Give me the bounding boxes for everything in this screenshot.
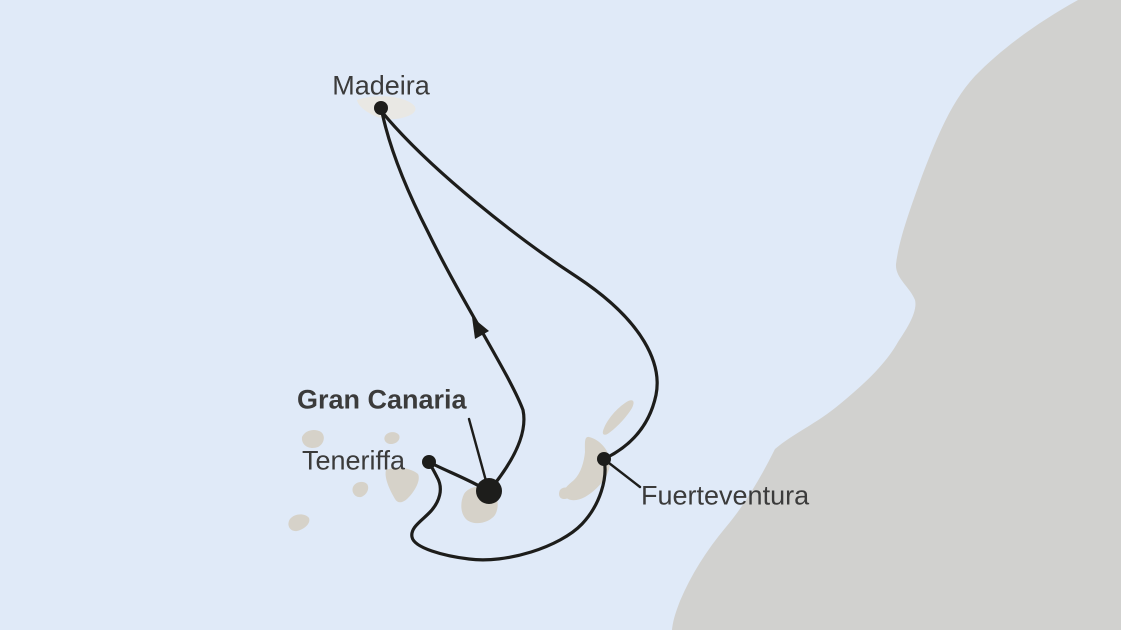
port-label-fuerteventura: Fuerteventura <box>641 480 810 511</box>
port-label-gran-canaria: Gran Canaria <box>297 384 467 415</box>
port-label-madeira: Madeira <box>332 70 430 101</box>
island-fuerteventura <box>563 436 611 501</box>
islet-north-of-tenerife <box>384 432 400 444</box>
island-la-gomera <box>352 481 369 498</box>
island-lanzarote <box>602 400 634 435</box>
route-leg-madeira-to-fuerteventura <box>380 110 659 460</box>
port-label-teneriffa: Teneriffa <box>302 445 406 476</box>
gran-canaria-label-leader-line <box>467 417 488 483</box>
mainland-africa-coast <box>672 0 1121 630</box>
island-tenerife <box>385 467 419 503</box>
port-dot-fuerteventura <box>597 452 611 466</box>
port-dot-madeira <box>374 101 388 115</box>
route-leg-gran-canaria-to-madeira <box>380 110 526 493</box>
island-el-hierro <box>288 514 310 532</box>
port-dot-gran-canaria <box>476 478 502 504</box>
port-dot-teneriffa <box>422 455 436 469</box>
route-direction-arrow-icon <box>472 317 489 339</box>
fuerteventura-label-leader-line <box>607 461 642 489</box>
islet-lobos <box>559 487 573 499</box>
route-leg-fuerteventura-to-teneriffa <box>410 457 607 562</box>
island-la-palma <box>301 429 324 448</box>
